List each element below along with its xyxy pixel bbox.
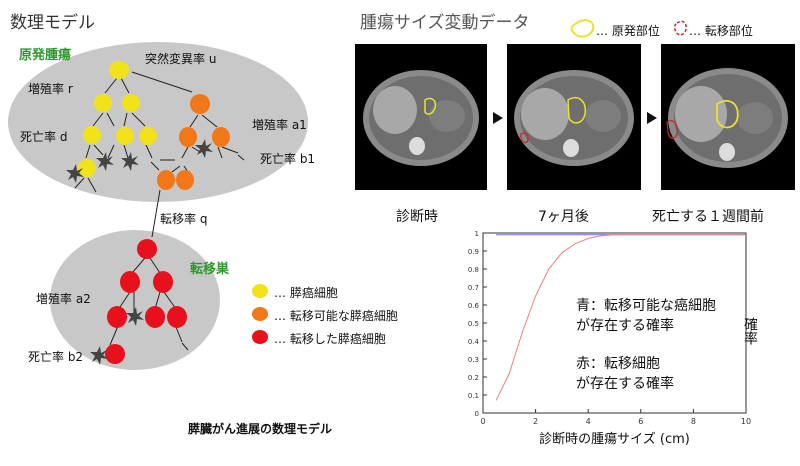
ct-scan-images bbox=[355, 44, 795, 190]
y-axis-label: 確率 bbox=[742, 317, 758, 345]
red-series-annotation: 赤：転移細胞 が存在する確率 bbox=[576, 354, 674, 394]
ct-image-week-before-death bbox=[661, 44, 795, 190]
y-tick-label: 0.7 bbox=[468, 284, 479, 292]
blue-annotation-line2: が存在する確率 bbox=[576, 318, 674, 334]
ct-outline-legend bbox=[570, 19, 687, 38]
x-tick-label: 6 bbox=[638, 417, 643, 426]
proliferation-rate-a1-label: 増殖率 a1 bbox=[252, 118, 307, 132]
arrow-icon bbox=[493, 112, 503, 124]
legend-label-metastasizable: … 転移可能な膵癌細胞 bbox=[274, 309, 398, 323]
y-tick-label: 0.4 bbox=[468, 338, 480, 346]
ct-label-week-before-death: 死亡する１週間前 bbox=[652, 209, 764, 225]
y-tick-label: 0.1 bbox=[468, 392, 479, 400]
legend-label-pancreatic: … 膵癌細胞 bbox=[274, 286, 338, 300]
y-tick-label: 0.6 bbox=[468, 302, 480, 310]
ct-label-7-months: 7ヶ月後 bbox=[538, 209, 589, 225]
legend-dot-pancreatic bbox=[252, 284, 268, 298]
y-tick-label: 0.8 bbox=[468, 266, 479, 274]
x-axis-label: 診断時の腫瘍サイズ (cm) bbox=[539, 431, 690, 447]
diagram-caption: 膵臓がん進展の数理モデル bbox=[188, 422, 333, 436]
ct-image-diagnosis bbox=[355, 44, 487, 190]
legend-dot-metastasizable bbox=[252, 307, 268, 321]
proliferation-rate-a2-label: 増殖率 a2 bbox=[36, 292, 91, 306]
series-line-red bbox=[495, 234, 746, 401]
y-tick-label: 0.9 bbox=[468, 248, 479, 256]
x-tick-label: 10 bbox=[741, 417, 751, 426]
x-tick-label: 2 bbox=[533, 417, 538, 426]
legend-metastasis-site: … 転移部位 bbox=[689, 24, 753, 38]
legend-dot-metastasized bbox=[252, 330, 268, 344]
x-tick-label: 4 bbox=[586, 417, 591, 426]
ct-label-diagnosis: 診断時 bbox=[396, 209, 438, 225]
legend-primary-site: … 原発部位 bbox=[596, 24, 660, 38]
math-model-diagram bbox=[8, 42, 308, 370]
blue-annotation-line1: 青：転移可能な癌細胞 bbox=[576, 298, 716, 314]
primary-tumor-label: 原発腫瘍 bbox=[19, 48, 72, 63]
proliferation-rate-r-label: 増殖率 r bbox=[28, 82, 73, 96]
death-rate-b1-label: 死亡率 b1 bbox=[260, 152, 316, 166]
legend-label-metastasized: … 転移した膵癌細胞 bbox=[274, 332, 386, 346]
right-title: 腫瘍サイズ変動データ bbox=[360, 13, 530, 33]
metastasis-outline-icon bbox=[673, 20, 687, 36]
transfer-rate-label: 転移率 q bbox=[160, 212, 208, 226]
metastasis-region bbox=[50, 230, 220, 370]
y-tick-label: 0.5 bbox=[468, 320, 479, 328]
y-tick-label: 0 bbox=[475, 410, 479, 418]
red-annotation-line2: が存在する確率 bbox=[576, 376, 674, 392]
ct-image-7-months bbox=[507, 44, 641, 190]
y-tick-label: 0.2 bbox=[468, 374, 479, 382]
metastasis-label: 転移巣 bbox=[190, 262, 230, 277]
mutation-rate-label: 突然変異率 u bbox=[145, 52, 217, 66]
primary-outline-icon bbox=[570, 19, 595, 38]
cell-legend: … 膵癌細胞 … 転移可能な膵癌細胞 … 転移した膵癌細胞 bbox=[252, 282, 452, 352]
x-tick-label: 8 bbox=[691, 417, 696, 426]
x-tick-label: 0 bbox=[480, 417, 485, 426]
blue-series-annotation: 青：転移可能な癌細胞 が存在する確率 bbox=[576, 296, 716, 336]
y-tick-label: 1 bbox=[475, 230, 479, 238]
arrow-icon-2 bbox=[647, 112, 657, 124]
death-rate-b2-label: 死亡率 b2 bbox=[28, 350, 84, 364]
left-title: 数理モデル bbox=[10, 13, 95, 33]
death-rate-d-label: 死亡率 d bbox=[20, 130, 68, 144]
y-tick-label: 0.3 bbox=[468, 356, 479, 364]
red-annotation-line1: 赤：転移細胞 bbox=[576, 356, 660, 372]
